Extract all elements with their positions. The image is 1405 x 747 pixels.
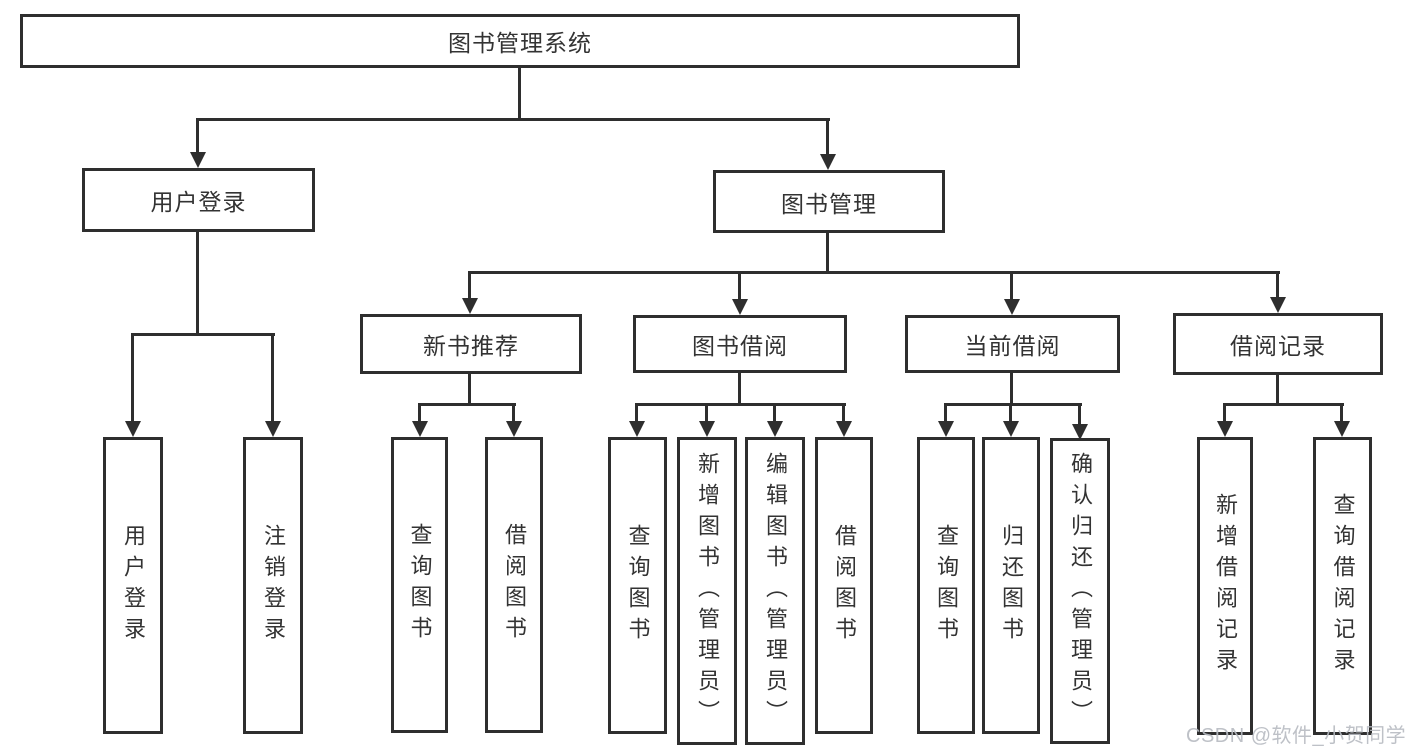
arrow-down-icon [1217, 421, 1233, 437]
connector-vline [773, 403, 776, 422]
connector-vline [1010, 373, 1013, 406]
connector-vline [271, 333, 274, 422]
arrow-down-icon [699, 421, 715, 437]
connector-vline [842, 403, 845, 422]
connector-vline [826, 233, 829, 274]
connector-hline [635, 403, 846, 406]
node-query-borrow-record: 查询借阅记录 [1313, 437, 1372, 735]
arrow-down-icon [1334, 421, 1350, 437]
arrow-down-icon [190, 152, 206, 168]
node-add-books-admin: 新增图书（管理员） [677, 437, 737, 745]
connector-vline [738, 271, 741, 300]
arrow-down-icon [732, 299, 748, 315]
node-label: 查询借阅记录 [1330, 493, 1356, 679]
connector-vline [1078, 403, 1081, 425]
connector-vline [512, 403, 515, 422]
connector-hline [944, 403, 1082, 406]
connector-vline [1340, 403, 1343, 422]
connector-vline [1276, 271, 1279, 298]
node-new-book-recommendation: 新书推荐 [360, 314, 582, 374]
node-return-books: 归还图书 [982, 437, 1040, 734]
arrow-down-icon [820, 154, 836, 170]
connector-hline [131, 333, 275, 336]
connector-hline [1223, 403, 1344, 406]
node-label: 查询图书 [625, 523, 651, 648]
node-logout: 注销登录 [243, 437, 303, 734]
arrow-down-icon [836, 421, 852, 437]
connector-vline [826, 118, 829, 156]
connector-hline [418, 403, 516, 406]
connector-vline [1276, 375, 1279, 406]
arrow-down-icon [767, 421, 783, 437]
node-label: 查询图书 [407, 523, 433, 647]
connector-vline [196, 232, 199, 336]
node-user-login-leaf: 用户登录 [103, 437, 163, 734]
arrow-down-icon [1004, 299, 1020, 315]
connector-vline [468, 374, 471, 406]
node-label: 编辑图书（管理员） [763, 451, 788, 731]
connector-vline [468, 271, 471, 299]
connector-hline [196, 118, 830, 121]
connector-vline [738, 373, 741, 406]
connector-vline [131, 333, 134, 422]
connector-vline [196, 118, 199, 154]
node-label: 查询图书 [934, 523, 959, 648]
arrow-down-icon [125, 421, 141, 437]
node-label: 新增借阅记录 [1213, 493, 1238, 679]
arrow-down-icon [265, 421, 281, 437]
node-edit-books-admin: 编辑图书（管理员） [745, 437, 805, 745]
node-add-borrow-record: 新增借阅记录 [1197, 437, 1253, 735]
node-book-management: 图书管理 [713, 170, 945, 233]
arrow-down-icon [1003, 421, 1019, 437]
node-label: 借阅图书 [502, 523, 527, 647]
node-label: 借阅图书 [832, 523, 857, 648]
arrow-down-icon [412, 421, 428, 437]
node-query-books-recommend: 查询图书 [391, 437, 448, 733]
node-query-books-borrowing: 查询图书 [608, 437, 667, 734]
arrow-down-icon [462, 298, 478, 314]
connector-vline [418, 403, 421, 422]
node-query-books-current: 查询图书 [917, 437, 975, 734]
node-borrow-books: 借阅图书 [815, 437, 873, 734]
node-borrowing-records: 借阅记录 [1173, 313, 1383, 375]
node-book-borrowing: 图书借阅 [633, 315, 847, 373]
node-label: 用户登录 [121, 523, 146, 648]
connector-hline [468, 271, 1280, 274]
node-label: 归还图书 [999, 523, 1024, 648]
connector-vline [635, 403, 638, 422]
node-borrow-books-recommend: 借阅图书 [485, 437, 543, 733]
node-user-login: 用户登录 [82, 168, 315, 232]
node-confirm-return-admin: 确认归还（管理员） [1050, 438, 1110, 744]
arrow-down-icon [629, 421, 645, 437]
arrow-down-icon [938, 421, 954, 437]
node-label: 注销登录 [261, 523, 286, 648]
node-library-system: 图书管理系统 [20, 14, 1020, 68]
connector-vline [705, 403, 708, 422]
connector-vline [1009, 403, 1012, 422]
arrow-down-icon [1270, 297, 1286, 313]
arrow-down-icon [1072, 424, 1088, 440]
node-label: 确认归还（管理员） [1068, 451, 1093, 731]
csdn-watermark: CSDN @软件_小贺同学 [1186, 725, 1405, 747]
node-label: 新增图书（管理员） [695, 451, 720, 731]
connector-vline [518, 68, 521, 121]
connector-vline [944, 403, 947, 422]
node-current-borrowing: 当前借阅 [905, 315, 1120, 373]
connector-vline [1223, 403, 1226, 422]
connector-vline [1010, 271, 1013, 300]
arrow-down-icon [506, 421, 522, 437]
